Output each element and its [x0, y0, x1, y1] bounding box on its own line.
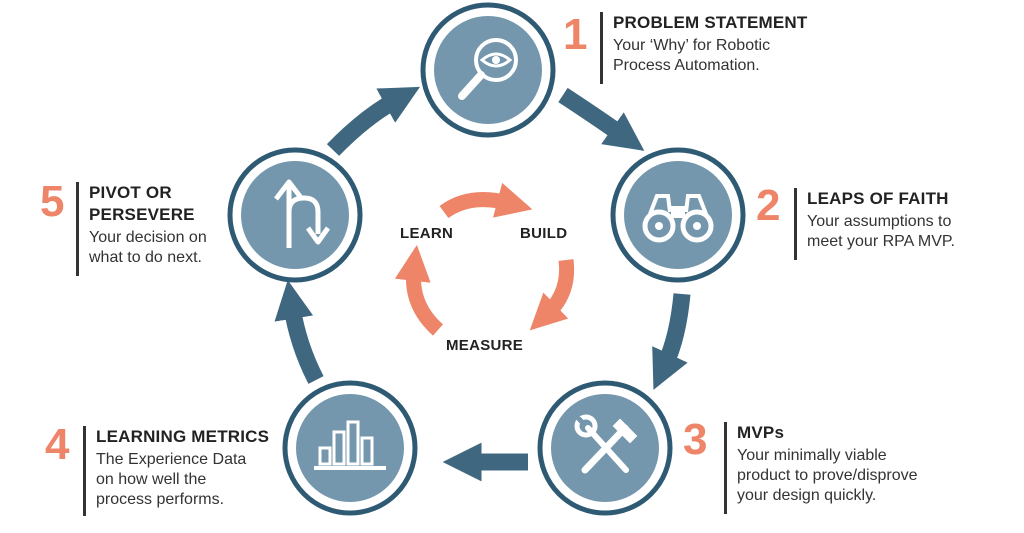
step-3-number: 3	[683, 415, 708, 464]
inner-arrow-build-to-measure	[529, 259, 575, 331]
step-5-circle	[227, 147, 363, 283]
magnifier-eye-icon	[458, 38, 518, 100]
step-4-text: LEARNING METRICS The Experience Data on …	[83, 426, 269, 516]
inner-label-learn: LEARN	[400, 225, 454, 242]
step-1-number: 1	[563, 10, 588, 59]
arrow-5-to-1	[326, 86, 420, 156]
bar-chart-icon	[314, 420, 386, 470]
step-3-circle	[537, 380, 673, 516]
step-1-desc-line-1: Your ‘Why’ for Robotic	[613, 37, 771, 54]
u-turn-arrow-icon	[274, 179, 331, 248]
step-3-text: MVPs Your minimally viable product to pr…	[724, 422, 918, 514]
step-3-desc-line-1: Your minimally viable	[737, 447, 887, 464]
step-4-circle	[282, 380, 418, 516]
step-4-desc-line-3: process performs.	[96, 491, 225, 508]
step-5-number: 5	[40, 177, 65, 226]
step-5-desc-line-1: Your decision on	[89, 229, 207, 246]
inner-arrow-learn-to-build	[439, 182, 533, 219]
inner-label-build: BUILD	[520, 225, 568, 242]
inner-label-measure: MEASURE	[446, 337, 524, 354]
step-4-desc-line-2: on how well the	[96, 471, 207, 488]
step-2-desc-line-2: meet your RPA MVP.	[807, 233, 955, 250]
step-5-title-line-1: PIVOT OR	[89, 183, 172, 202]
arrow-2-to-3	[652, 293, 691, 390]
arrow-4-to-5	[274, 279, 324, 384]
step-2-text: LEAPS OF FAITH Your assumptions to meet …	[794, 188, 955, 260]
step-4-desc-line-1: The Experience Data	[96, 451, 247, 468]
inner-arrow-measure-to-learn	[394, 244, 444, 336]
step-4-title: LEARNING METRICS	[96, 427, 270, 446]
step-5-desc-line-2: what to do next.	[89, 249, 202, 266]
binoculars-icon	[642, 194, 714, 243]
step-2-title: LEAPS OF FAITH	[807, 189, 949, 208]
step-3-desc-line-3: your design quickly.	[737, 487, 877, 504]
step-3-desc-line-2: product to prove/disprove	[737, 467, 918, 484]
step-2-desc-line-1: Your assumptions to	[807, 213, 952, 230]
step-1-text: PROBLEM STATEMENT Your ‘Why’ for Robotic…	[600, 12, 807, 84]
step-1-circle	[420, 2, 556, 138]
step-3-title: MVPs	[737, 423, 785, 442]
arrow-1-to-2	[558, 87, 645, 151]
step-2-circle	[610, 147, 746, 283]
step-1-desc-line-2: Process Automation.	[613, 57, 760, 74]
step-1-title: PROBLEM STATEMENT	[613, 13, 808, 32]
hammer-wrench-icon	[574, 414, 638, 474]
step-5-text: PIVOT OR PERSEVERE Your decision on what…	[76, 182, 207, 276]
step-5-title-line-2: PERSEVERE	[89, 205, 195, 224]
step-2-number: 2	[756, 181, 781, 230]
step-4-number: 4	[45, 420, 70, 469]
